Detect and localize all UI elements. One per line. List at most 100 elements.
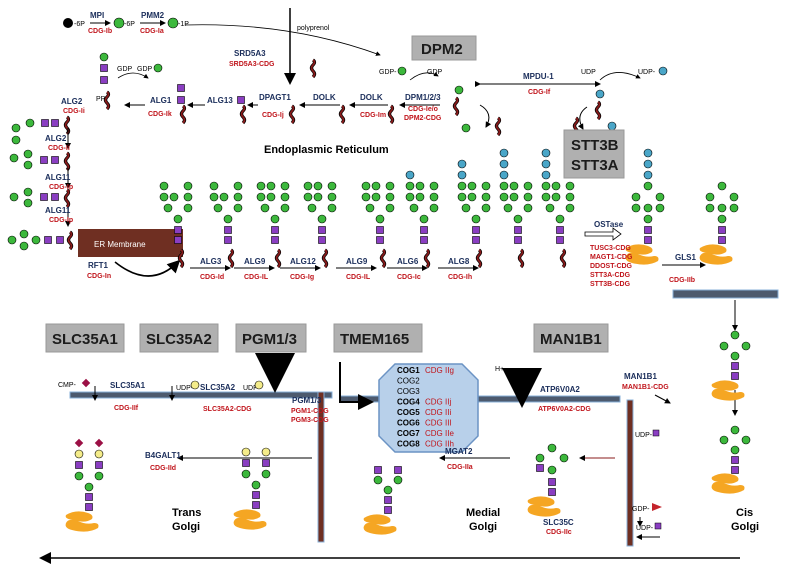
er-membrane (78, 229, 183, 257)
fructose-6p-icon (63, 18, 73, 28)
er2-enzyme-0: ALG3 (200, 257, 222, 266)
pmm2-label: PMM2 (141, 11, 165, 20)
udp-b-label: UDP (243, 385, 258, 392)
gdp-pair-b: GDP (137, 66, 153, 73)
gene-box-label-4: MAN1B1 (540, 331, 602, 348)
gene-box-1 (139, 323, 219, 353)
slc35c-cdg: CDG-IIc (546, 529, 572, 536)
cis-label-1: Cis (736, 507, 753, 519)
llo-man4 (9, 149, 71, 172)
er2-glycoprotein-trimmed (699, 181, 739, 265)
gdp-pair-a: GDP (117, 66, 133, 73)
gls1-label: GLS1 (675, 253, 696, 262)
udp-c-label: UDP- (635, 432, 653, 439)
er2-cdg-0: CDG-Id (200, 274, 224, 281)
gene-box-label-3: TMEM165 (340, 331, 409, 348)
medial-label-2: Golgi (469, 521, 497, 533)
gdp-c-label: GDP- (632, 506, 650, 513)
stt3-box (563, 129, 625, 179)
ostase-label: OSTase (594, 220, 624, 229)
polyprenol-label: polyprenol (297, 25, 330, 32)
llo-man5b (7, 229, 74, 251)
mpi-cdg-label: CDG-Ib (88, 28, 112, 35)
er2-glycan-4 (361, 181, 395, 269)
dolk-label-2: DOLK (360, 93, 383, 102)
pmm2-cdg-label: CDG-Ia (140, 28, 164, 35)
alg2-left-label: ALG2 (45, 134, 67, 143)
medial-glycan-b (363, 466, 403, 535)
cis-label-2: Golgi (731, 521, 759, 533)
alg13-label: ALG13 (207, 96, 233, 105)
er2-glycan-3 (303, 181, 337, 269)
cog-cdg-0: CDG IIg (425, 366, 454, 375)
cis-glycan (711, 330, 751, 494)
medial-glycan-a (527, 443, 569, 517)
ostase-cdg-list: TUSC3-CDGMAGT1-CDGDDOST-CDGSTT3A-CDGSTT3… (590, 245, 633, 288)
alg11a-cdg: CDG-Ip (49, 184, 73, 191)
udp-a-label: UDP- (176, 385, 194, 392)
cog-name-7: COG8 (397, 440, 420, 449)
trans-label-1: Trans (172, 507, 201, 519)
er2-glycan-1 (209, 181, 243, 269)
pgm-cdg-2: PGM3-CDG (291, 417, 329, 424)
gene-box-label-1: SLC35A2 (146, 331, 212, 348)
alg1-label: ALG1 (150, 96, 172, 105)
gls1-cdg: CDG-IIb (669, 277, 695, 284)
er2-enzyme-5: ALG8 (448, 257, 470, 266)
trans-glycan-a (233, 447, 271, 530)
man1b1-label: MAN1B1 (624, 372, 657, 381)
dpagt1-label: DPAGT1 (259, 93, 291, 102)
atp6v0a2-label: ATP6V0A2 (540, 385, 580, 394)
stt3b-label: STT3B (571, 137, 619, 154)
er-row-2: ALG3CDG-IdALG9CDG-ILALG12CDG-IgALG9CDG-I… (159, 148, 739, 281)
cog-cdg-4: CDG IIi (425, 408, 451, 417)
cog-cdg-5: CDG III (425, 419, 452, 428)
slc35c-label: SLC35C (543, 518, 574, 527)
slc35a2-label: SLC35A2 (200, 383, 236, 392)
srd5a3-cdg-label: SRD5A3-CDG (229, 61, 275, 68)
pgm-label: PGM1/3 (292, 396, 322, 405)
er2-cdg-1: CDG-IL (244, 274, 269, 281)
udp-d-label: UDP- (636, 525, 654, 532)
cog-name-5: COG6 (397, 419, 420, 428)
er2-enzyme-1: ALG9 (244, 257, 266, 266)
er2-cdg-5: CDG-Ih (448, 274, 472, 281)
ostase-cdg-0: TUSC3-CDG (590, 245, 631, 252)
alg1-cdg-label: CDG-Ik (148, 111, 172, 118)
er2-glycan-6 (457, 159, 491, 269)
er2-enzyme-3: ALG9 (346, 257, 368, 266)
dolk-label-1: DOLK (313, 93, 336, 102)
cog-cdg-6: CDG IIe (425, 429, 454, 438)
gene-box-3 (333, 323, 423, 353)
trans-golgi-membrane (69, 391, 333, 399)
rft1-cdg: CDG-In (87, 273, 111, 280)
alg11b-label: ALG11 (45, 206, 71, 215)
pgm-cdg-1: PGM1-CDG (291, 408, 329, 415)
llo-man1-glcnac2: PP (96, 52, 111, 111)
start-6p-label: -6P (74, 21, 85, 28)
er2-enzyme-2: ALG12 (290, 257, 316, 266)
trans-glycan-b (65, 438, 104, 532)
top-sugar-activation: -6P MPI CDG-Ib -6P PMM2 CDG-Ia -1P polyp… (63, 8, 668, 96)
er-title: Endoplasmic Reticulum (264, 144, 389, 156)
ostase-cdg-4: STT3B-CDG (590, 281, 631, 288)
dpagt1-cdg-label: CDG-Ij (262, 112, 284, 119)
mannose-6p-icon (113, 17, 125, 29)
gdp-release-label: GDP (427, 69, 443, 76)
end-1p-label: -1P (178, 21, 189, 28)
alg2-left-cdg: CDG-Ii (48, 145, 70, 152)
er2-glycoprotein (625, 148, 665, 265)
slc35a1-label: SLC35A1 (110, 381, 146, 390)
trans-label-2: Golgi (172, 521, 200, 533)
cog-cdg-3: CDG IIj (425, 398, 451, 407)
alg2-cdg-label: CDG-Ii (63, 108, 85, 115)
cog-name-2: COG3 (397, 387, 420, 396)
alg2-label: ALG2 (61, 97, 83, 106)
er-membrane-label: ER Membrane (94, 240, 146, 249)
cog-name-3: COG4 (397, 398, 420, 407)
er-exit-membrane (672, 289, 779, 299)
er2-glycan-7 (499, 148, 533, 269)
cmp-label: CMP- (58, 382, 77, 389)
